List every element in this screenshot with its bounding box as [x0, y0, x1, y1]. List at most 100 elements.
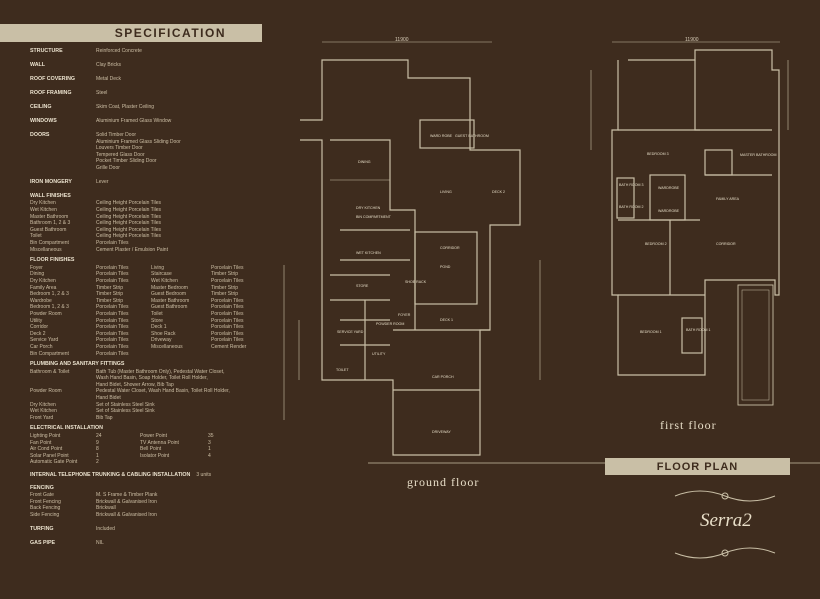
telephone-section: INTERNAL TELEPHONE TRUNKING & CABLING IN… — [30, 472, 280, 479]
floor-finish-label: Powder Room — [30, 310, 62, 317]
spec-label: IRON MONGERY — [30, 178, 72, 185]
plumbing-value: Set of Stainless Steel Sink — [96, 402, 155, 409]
wall-finish-value: Ceiling Height Porcelain Tiles — [96, 200, 162, 207]
plumbing-value: Pedestal Water Closet, Wash Hand Basin, … — [96, 388, 230, 401]
ground-floor-room-label: CAR PORCH — [432, 375, 454, 379]
floor-finish-value: Porcelain Tiles — [211, 277, 244, 284]
first-floor-room-label: BATH ROOM 2 — [619, 205, 644, 209]
ground-floor-room-label: UTILITY — [372, 352, 386, 356]
wall-finish-label: Wet Kitchen — [30, 207, 57, 214]
electrical-count: 1 — [208, 446, 211, 453]
floor-finish-label: Car Porch — [30, 343, 53, 350]
electrical-count: 2 — [96, 459, 99, 466]
wall-finishes-title: WALL FINISHES — [30, 192, 71, 199]
floor-finish-value: Porcelain Tiles — [211, 310, 244, 317]
wall-finish-label: Dry Kitchen — [30, 200, 56, 207]
spec-value-line: Clay Bricks — [96, 61, 122, 68]
ground-floor-room-label: GUEST BATHROOM — [455, 134, 489, 138]
floor-finish-label: Driveway — [151, 337, 172, 344]
ground-floor-room-label: POND — [440, 265, 451, 269]
plumbing-label: Dry Kitchen — [30, 401, 56, 408]
first-floor-room-label: WARDROBE — [658, 209, 680, 213]
plumbing-value: Set of Stainless Steel Sink — [96, 408, 155, 415]
gas-pipe-row: GAS PIPE NIL — [30, 540, 280, 547]
fencing-label: Front Gate — [30, 492, 54, 499]
spec-label: WALL — [30, 61, 46, 68]
ground-floor-room-label: FOYER — [398, 313, 411, 317]
floor-finish-value: Porcelain Tiles — [211, 304, 244, 311]
electrical-label: Automatic Gate Point — [30, 459, 78, 466]
ground-floor-room-label: STORE — [356, 284, 369, 288]
floor-finish-label: Store — [151, 317, 163, 324]
spec-value-line: Aluminium Framed Glass Sliding Door — [96, 138, 181, 145]
plumbing-value-line: Bath Tub (Master Bathroom Only), Pedesta… — [96, 368, 225, 375]
spec-value: Aluminium Framed Glass Window — [96, 118, 280, 125]
ground-floor-room-label: LIVING — [440, 190, 452, 194]
ground-floor-label: ground floor — [407, 475, 480, 489]
wall-finish-value: Ceiling Height Porcelain Tiles — [96, 207, 162, 214]
wall-finish-label: Master Bathroom — [30, 213, 69, 220]
floor-finish-value: Porcelain Tiles — [96, 310, 129, 317]
wall-finish-value: Ceiling Height Porcelain Tiles — [96, 220, 162, 227]
first-floor-dimension: 11900 — [685, 37, 699, 43]
floor-finish-label: Dining — [30, 271, 45, 278]
floor-finish-label: Toilet — [151, 310, 163, 317]
electrical-title: ELECTRICAL INSTALLATION — [30, 425, 103, 432]
floor-plan-title: FLOOR PLAN — [656, 460, 739, 473]
ground-floor-room-label: WET KITCHEN — [356, 251, 381, 255]
telephone-value: 3 units — [196, 472, 212, 478]
spec-value-line: Reinforced Concrete — [96, 48, 142, 54]
wall-finish-label: Guest Bathroom — [30, 226, 67, 233]
floor-finishes-title: FLOOR FINISHES — [30, 257, 75, 264]
specification-title: SPECIFICATION — [114, 26, 226, 40]
plumbing-label: Wet Kitchen — [30, 408, 57, 415]
floor-finish-label: Guest Bedroom — [151, 291, 187, 298]
floor-finish-label: Service Yard — [30, 337, 59, 344]
spec-label: CEILING — [30, 103, 52, 110]
electrical-label: Isolator Point — [140, 452, 170, 459]
electrical-count: 8 — [96, 446, 99, 453]
first-floor-room-label: BATH ROOM 1 — [686, 328, 711, 332]
floor-finish-label: Utility — [30, 317, 43, 324]
plumbing-value-line: Wash Hand Basin, Soap Holder, Toilet Rol… — [96, 375, 208, 382]
floor-finish-label: Bin Compartment — [30, 350, 69, 357]
ground-floor-plan — [283, 41, 541, 456]
fencing-title: FENCING — [30, 484, 54, 491]
ground-floor-room-label: BIN COMPARTMENT — [356, 215, 391, 219]
floor-finish-label: Master Bedroom — [151, 284, 188, 291]
spec-row: WALL Clay Bricks — [30, 62, 280, 69]
electrical-label: Air Cond Point — [30, 446, 63, 453]
electrical-label: TV Antenna Point — [140, 439, 179, 446]
fencing-label: Back Fencing — [30, 505, 61, 512]
spec-value: Lever — [96, 179, 280, 186]
floor-finish-value: Porcelain Tiles — [96, 271, 129, 278]
ground-floor-room-label: DRIVEWAY — [432, 430, 451, 434]
first-floor-room-label: MASTER BATHROOM — [740, 153, 777, 157]
plumbing-value-line: Hand Bidet — [96, 395, 121, 402]
fencing-value: Brickwall & Galvanised Iron — [96, 498, 157, 505]
spec-value: Clay Bricks — [96, 62, 280, 69]
floor-finish-label: Bedroom 1, 2 & 3 — [30, 304, 69, 311]
first-floor-room-label: CORRIDOR — [716, 242, 736, 246]
ground-floor-room-label: CORRIDOR — [440, 246, 460, 250]
electrical-label: Solar Panel Point — [30, 452, 69, 459]
